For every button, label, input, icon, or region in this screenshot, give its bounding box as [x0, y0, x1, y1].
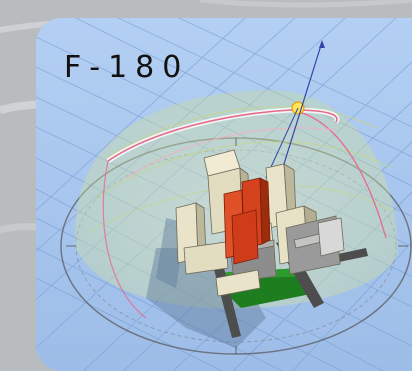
- building-model-tile[interactable]: F-180: [36, 18, 412, 371]
- sun-path-arcs: [102, 107, 387, 319]
- red-tower: [223, 177, 271, 265]
- model-label: F-180: [64, 50, 190, 85]
- sun-path-3d-scene-icon: [36, 18, 412, 371]
